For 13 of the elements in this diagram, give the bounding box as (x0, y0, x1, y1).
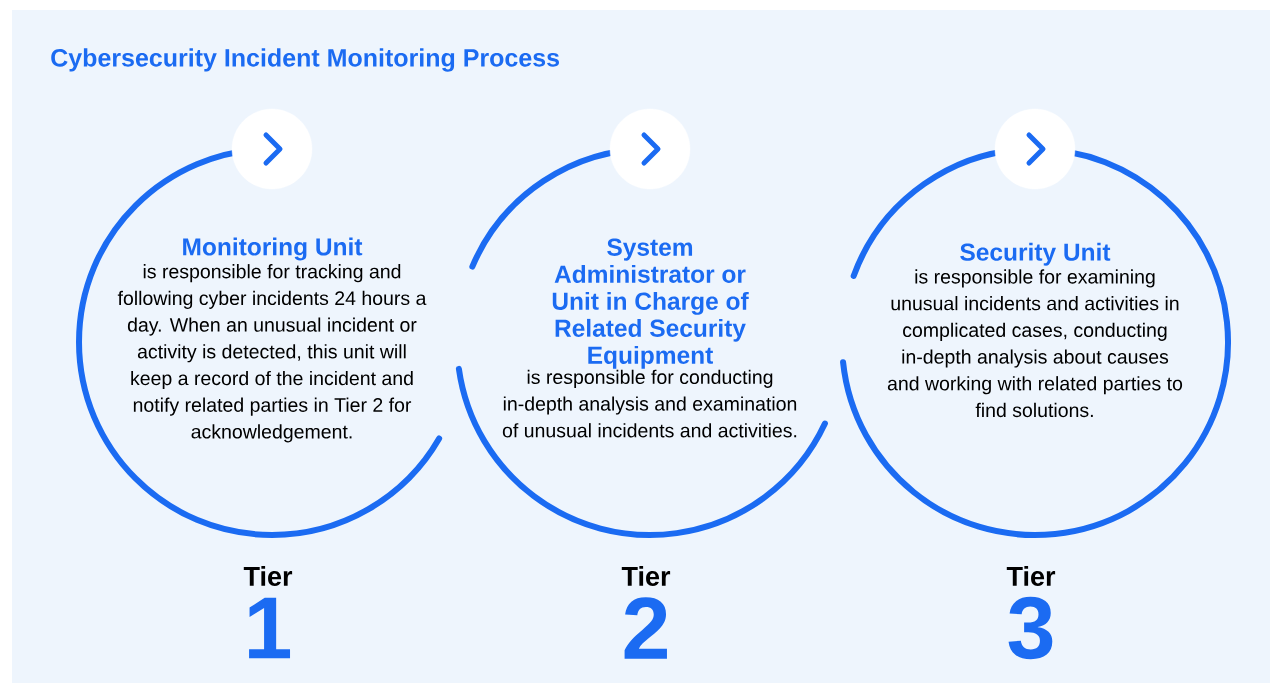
tier-label: Tier (243, 566, 293, 586)
tier-label: Tier (1006, 566, 1056, 586)
tier-number: 2 (624, 597, 667, 659)
card-heading: System Administrator or Unit in Charge of Related Security Equipment (552, 238, 749, 369)
tier-label: Tier (621, 566, 671, 586)
card-text: is responsible for conducting in-depth analysis and examination of unusual incidents and activities. (502, 369, 797, 438)
card-heading: Monitoring Unit (183, 237, 363, 261)
card-heading: Security Unit (960, 242, 1111, 266)
card-text: is responsible for tracking and following cyber incidents 24 hours a day. When an unusual incident or activity is detected, this unit will keep a record of the incident and notify related parties in Tier 2 for acknowledgement. (117, 264, 427, 443)
card-text: is responsible for examining unusual incidents and activities in complicated cases, conducting in-depth analysis about causes and working with related parties to find solutions. (887, 269, 1183, 418)
tier-number: 3 (1008, 596, 1053, 660)
tier-number: 1 (249, 597, 291, 659)
title: Cybersecurity Incident Monitoring Process (51, 48, 559, 72)
